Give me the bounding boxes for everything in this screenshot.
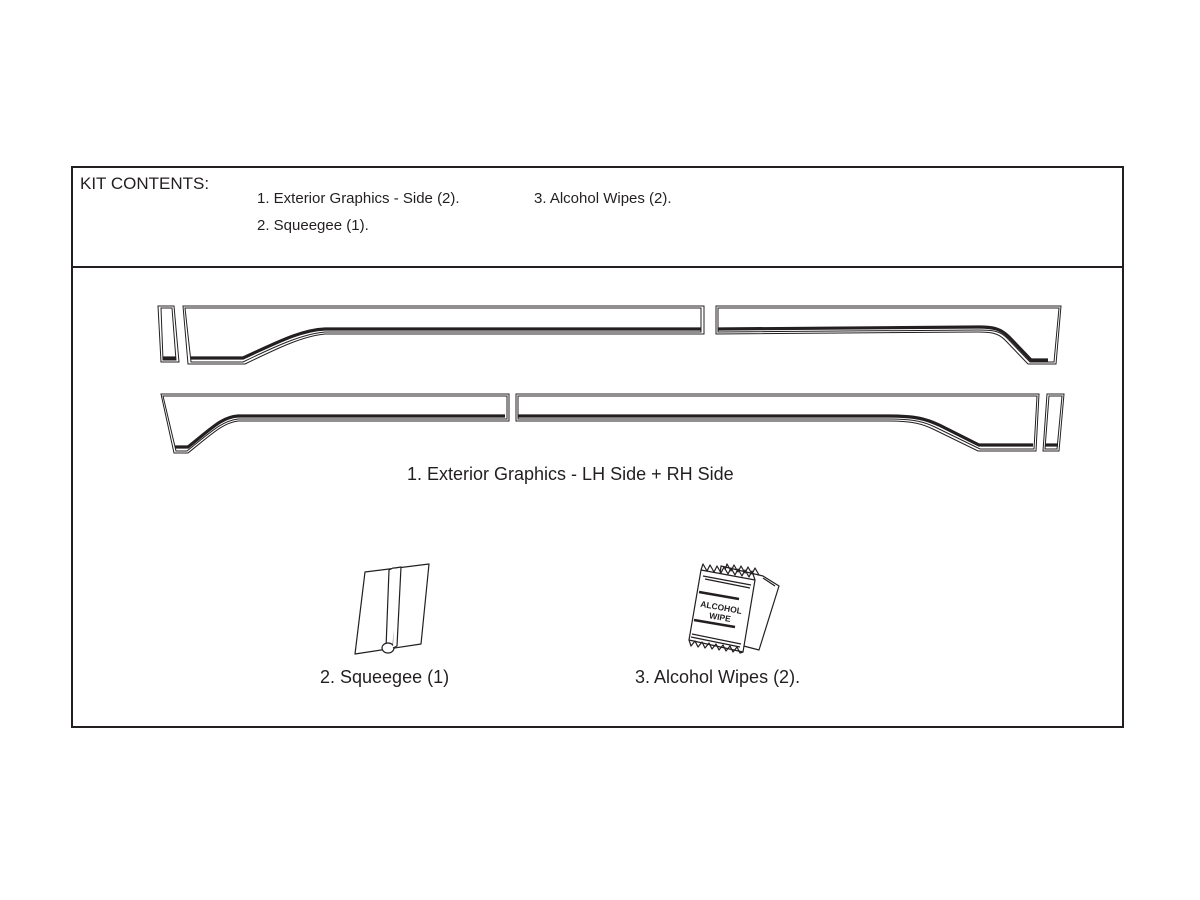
kit-item-alcohol-wipes: 3. Alcohol Wipes (2). xyxy=(534,190,672,207)
alcohol-wipes-icon: ALCOHOL WIPE xyxy=(688,563,780,654)
kit-contents-title: KIT CONTENTS: xyxy=(80,174,210,193)
bottom-rear-stripe xyxy=(518,414,1033,447)
kit-contents-header: KIT CONTENTS: 1. Exterior Graphics - Sid… xyxy=(73,168,1122,268)
top-rear-stripe xyxy=(717,325,1048,362)
exterior-graphics-caption: 1. Exterior Graphics - LH Side + RH Side xyxy=(407,464,734,484)
squeegee-icon xyxy=(354,563,430,655)
alcohol-wipes-caption: 3. Alcohol Wipes (2). xyxy=(635,667,801,687)
top-graphic-rear-panel xyxy=(715,305,1062,365)
exterior-graphics-illustration xyxy=(157,305,1065,454)
kit-item-exterior-graphics: 1. Exterior Graphics - Side (2). xyxy=(257,190,460,207)
top-graphic-front-panel xyxy=(182,305,705,365)
bottom-graphic-front-panel xyxy=(160,393,510,454)
top-graphic-small-piece xyxy=(157,305,180,363)
top-front-stripe xyxy=(191,327,701,360)
bottom-front-stripe xyxy=(175,414,505,449)
squeegee-caption: 2. Squeegee (1) xyxy=(320,667,450,687)
bottom-graphic-rear-panel xyxy=(515,393,1040,452)
kit-contents-sheet: KIT CONTENTS: 1. Exterior Graphics - Sid… xyxy=(71,166,1124,728)
wipe-label-line2: WIPE xyxy=(708,610,731,624)
kit-item-squeegee: 2. Squeegee (1). xyxy=(257,217,369,234)
kit-illustrations: 1. Exterior Graphics - LH Side + RH Side… xyxy=(73,268,1122,728)
bottom-graphic-small-piece xyxy=(1042,393,1065,452)
